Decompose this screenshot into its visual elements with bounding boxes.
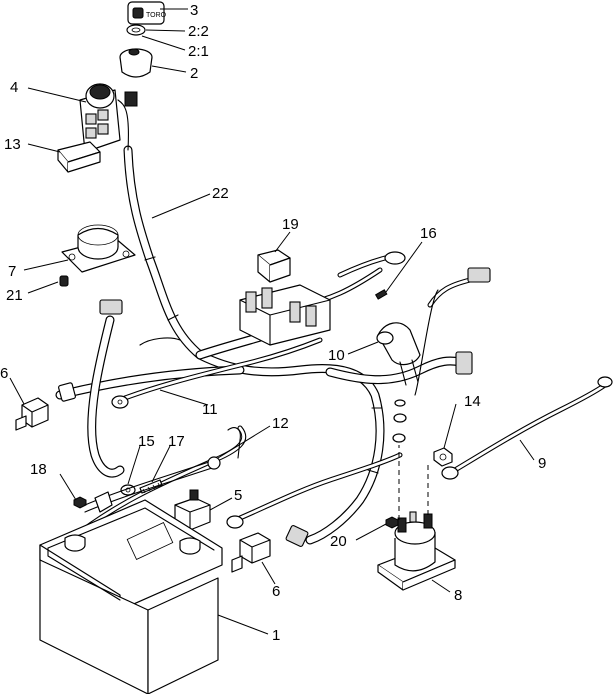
sensor-6-upper xyxy=(15,397,49,431)
callout-12: 12 xyxy=(272,415,289,432)
callout-5: 5 xyxy=(234,487,242,504)
callout-15: 15 xyxy=(138,433,155,450)
regulator-mount xyxy=(61,224,136,273)
callout-14: 14 xyxy=(464,393,481,410)
callout-8: 8 xyxy=(454,587,462,604)
nut-14 xyxy=(433,447,453,467)
callout-7: 7 xyxy=(8,263,16,280)
callout-19: 19 xyxy=(282,216,299,233)
callout-labels: 3 2:2 2:1 2 4 13 22 7 21 19 16 10 6 11 1… xyxy=(0,2,546,644)
callout-3: 3 xyxy=(190,2,198,19)
ground-cable xyxy=(111,337,323,409)
callout-9: 9 xyxy=(538,455,546,472)
callout-4: 4 xyxy=(10,79,18,96)
callout-2-2: 2:2 xyxy=(188,23,209,40)
callout-20: 20 xyxy=(330,533,347,550)
solenoid-hardware xyxy=(385,399,429,529)
callout-17: 17 xyxy=(168,433,185,450)
battery-clamp xyxy=(84,427,241,513)
battery xyxy=(39,499,223,694)
battery-cable-16 xyxy=(337,251,406,300)
callout-6-upper: 6 xyxy=(0,365,8,382)
callout-2: 2 xyxy=(190,65,198,82)
callout-22: 22 xyxy=(212,185,229,202)
terminal-boot xyxy=(376,322,421,386)
sensor-6-lower xyxy=(231,532,271,573)
callout-1: 1 xyxy=(272,627,280,644)
screw-21 xyxy=(59,275,69,287)
callout-13: 13 xyxy=(4,136,21,153)
fuse-block xyxy=(239,284,331,346)
relay-5 xyxy=(174,489,211,531)
ignition-key-assembly: TORO xyxy=(119,1,167,78)
key-brand-label: TORO xyxy=(146,12,167,19)
callout-21: 21 xyxy=(6,287,23,304)
callout-2-1: 2:1 xyxy=(188,43,209,60)
callout-6-lower: 6 xyxy=(272,583,280,600)
callout-16: 16 xyxy=(420,225,437,242)
starter-cable xyxy=(441,376,613,480)
callout-11: 11 xyxy=(202,401,218,418)
switch-bracket-assembly xyxy=(57,83,138,173)
leader-lines xyxy=(9,8,535,635)
starter-solenoid xyxy=(377,511,456,591)
nut-18 xyxy=(73,496,87,509)
callout-18: 18 xyxy=(30,461,47,478)
callout-10: 10 xyxy=(328,347,345,364)
relay xyxy=(257,249,291,283)
positive-battery-cable xyxy=(67,425,403,543)
